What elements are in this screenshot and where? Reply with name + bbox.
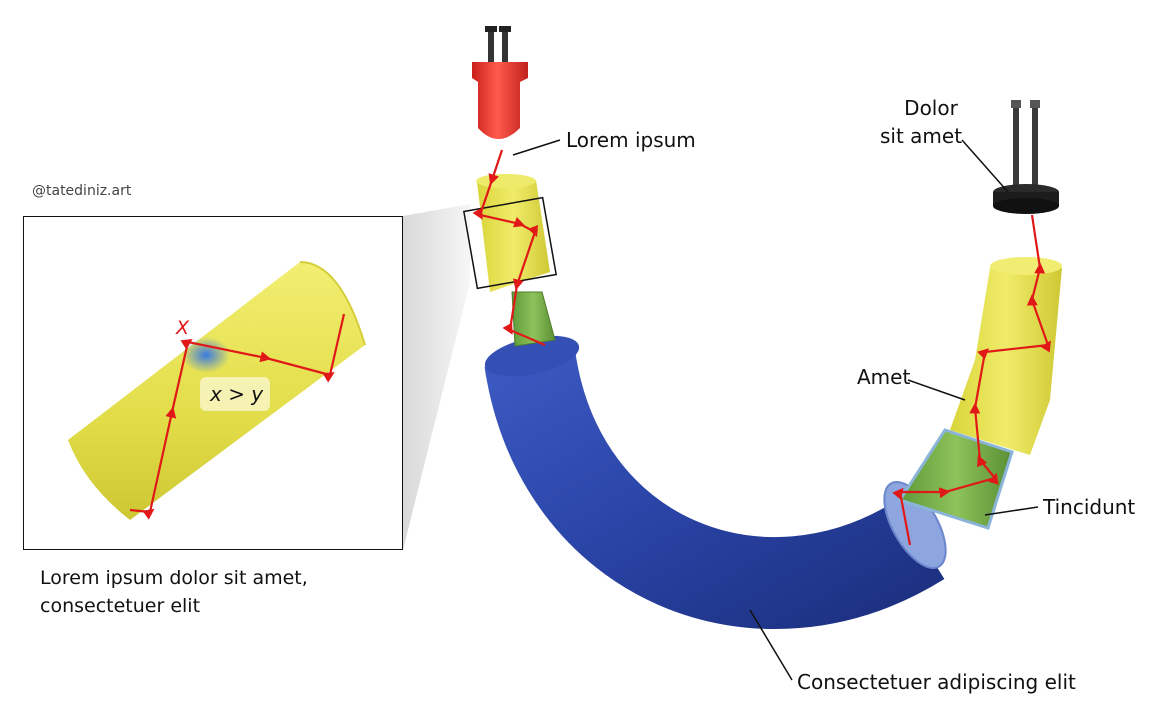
- jacket-end-right: [883, 481, 947, 569]
- light-ray-right: [892, 214, 1051, 546]
- label-top-emitter: Lorem ipsum: [566, 128, 696, 152]
- fiber-core-right: [950, 268, 1062, 455]
- label-tincidunt: Tincidunt: [1043, 495, 1136, 519]
- inset-caption-line2: consectetuer elit: [40, 595, 201, 617]
- watermark: @tatediniz.art: [32, 183, 132, 199]
- leader-detector: [961, 139, 1009, 193]
- leader-top-emitter: [512, 139, 561, 156]
- inset-equation: x > y: [210, 382, 264, 406]
- inset-point-label: X: [176, 317, 190, 339]
- jacket-end-left: [484, 335, 580, 377]
- fiber-core-left: [477, 180, 550, 292]
- core-right-top: [990, 257, 1062, 275]
- leader-bottom: [749, 609, 793, 681]
- inset-fiber: [68, 261, 366, 520]
- led-emitter: [472, 26, 528, 139]
- label-amet: Amet: [857, 365, 911, 389]
- core-left-top: [476, 174, 536, 188]
- detector: [993, 100, 1059, 214]
- inset-light-ray: [129, 313, 346, 520]
- light-ray-left: [472, 149, 546, 347]
- label-detector-line2: sit amet: [879, 124, 963, 148]
- label-bottom: Consectetuer adipiscing elit: [797, 670, 1076, 694]
- fiber-jacket: [484, 352, 945, 629]
- zoom-projection: [403, 204, 470, 550]
- fiber-cladding-left: [511, 291, 556, 347]
- label-detector-line1: Dolor: [904, 96, 958, 120]
- inset-frame: [23, 216, 403, 550]
- leader-amet: [907, 379, 966, 401]
- inset-caption-line1: Lorem ipsum dolor sit amet,: [40, 567, 308, 589]
- leader-tincidunt: [984, 506, 1039, 516]
